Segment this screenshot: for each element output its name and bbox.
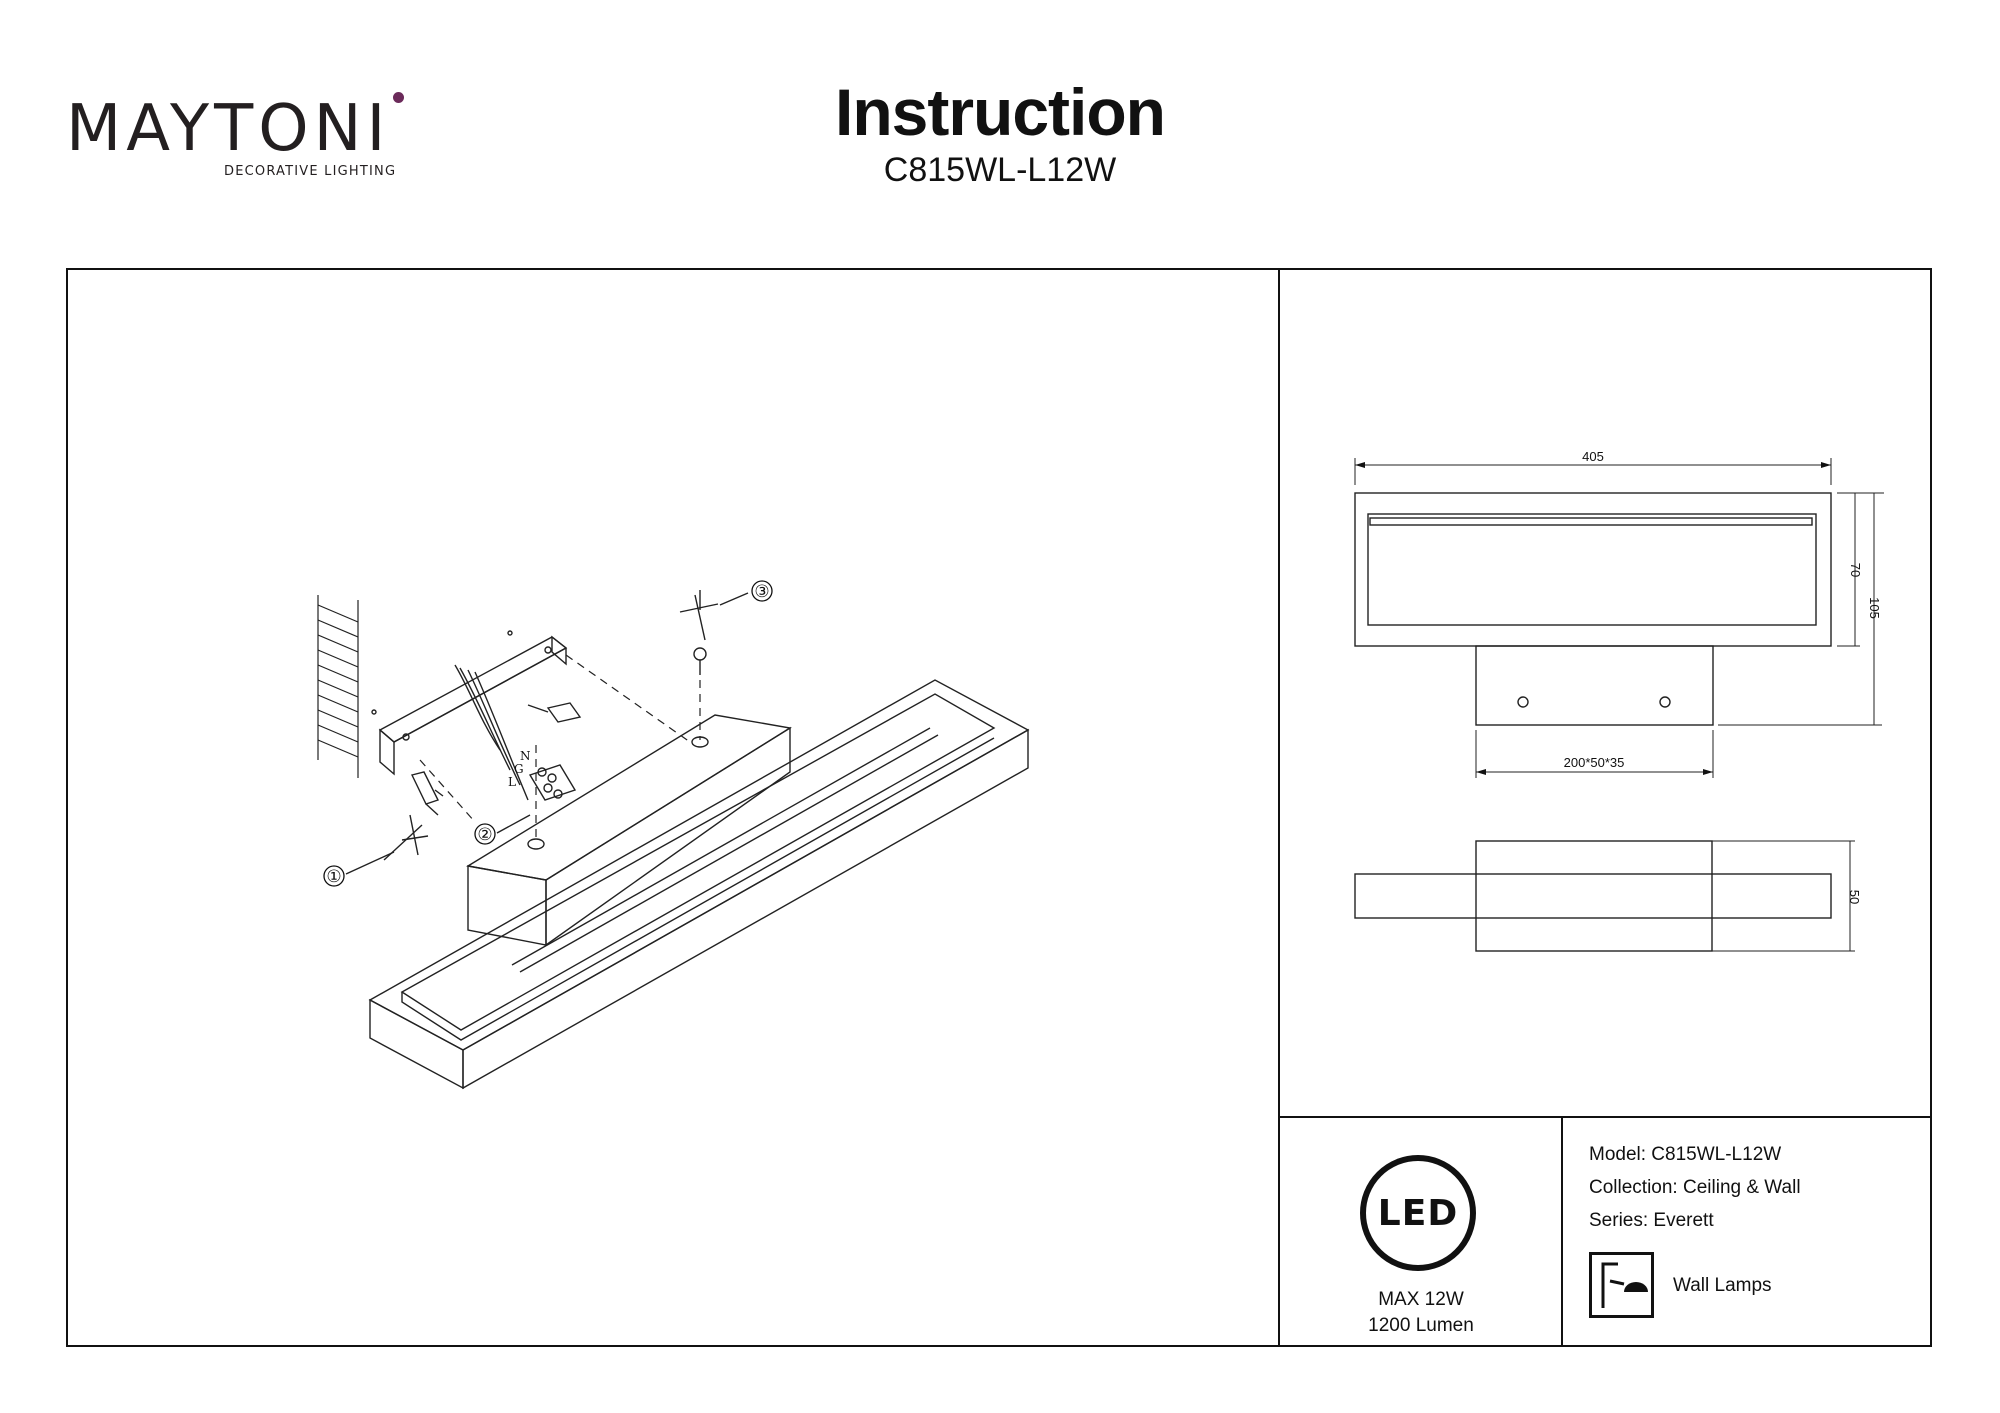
logo-wordmark: MAYTONI (66, 92, 391, 166)
dim-height-total: 105 (1867, 597, 1882, 619)
led-info: LED MAX 12W 1200 Lumen (1280, 1117, 1562, 1347)
info-divider-vertical (1561, 1116, 1563, 1347)
wall-hatching (317, 595, 359, 778)
dim-width: 405 (1582, 449, 1604, 464)
wall-lamp-icon-shade (1624, 1282, 1648, 1292)
wall-lamp-icon-glyph (1601, 1262, 1625, 1308)
led-power: MAX 12W (1378, 1289, 1464, 1310)
spec-model: Model: C815WL-L12W (1589, 1144, 1782, 1165)
dimension-labels: 405 70 105 200*50*35 50 (1564, 449, 1882, 904)
dim-base: 200*50*35 (1564, 755, 1625, 770)
alignment-lines (419, 654, 701, 840)
model-code: C815WL-L12W (883, 151, 1117, 189)
wall-lamp-icon (1589, 1252, 1654, 1318)
lamp-frame (368, 679, 1030, 1090)
top-view (1354, 840, 1855, 952)
dim-depth: 50 (1847, 890, 1862, 904)
instruction-frame (66, 268, 1932, 1347)
base-hole-top (691, 736, 709, 748)
info-divider-horizontal (1278, 1116, 1932, 1118)
callout-3: ③ (754, 582, 769, 602)
wire-label-g: G (514, 762, 524, 776)
dimension-lines (1354, 458, 1884, 778)
callout-leader-2 (496, 814, 531, 834)
page-title: Instruction (835, 75, 1166, 149)
logo-tagline: DECORATIVE LIGHTING (224, 164, 397, 179)
led-lumen: 1200 Lumen (1368, 1315, 1474, 1336)
logo-accent-dot (393, 92, 404, 103)
spec-collection: Collection: Ceiling & Wall (1589, 1177, 1801, 1198)
terminal-block (528, 764, 577, 801)
led-logo: LED (1360, 1155, 1476, 1271)
wall-anchors (383, 590, 719, 861)
wire-label-l: L (508, 775, 516, 789)
wire-labels: N G L (508, 749, 531, 789)
callout-2: ② (477, 825, 492, 845)
callout-leader-3 (719, 592, 749, 606)
brand-logo: MAYTONI (66, 94, 411, 184)
base-hole-bottom (527, 838, 545, 850)
dim-height-inner: 70 (1848, 563, 1863, 577)
lamp-type-label: Wall Lamps (1673, 1275, 1772, 1296)
callouts: ① ② ③ (323, 580, 773, 887)
assembly-diagram (317, 590, 1030, 1090)
wires (454, 664, 529, 801)
callout-leader-1 (345, 851, 395, 875)
spec-series: Series: Everett (1589, 1210, 1714, 1231)
panel-divider (1278, 268, 1280, 1347)
callout-1: ① (326, 867, 341, 887)
mounting-bracket (378, 635, 568, 776)
dimension-arrows (1355, 462, 1831, 775)
wire-label-n: N (520, 749, 531, 763)
screws (371, 630, 707, 816)
front-view (1354, 492, 1832, 726)
